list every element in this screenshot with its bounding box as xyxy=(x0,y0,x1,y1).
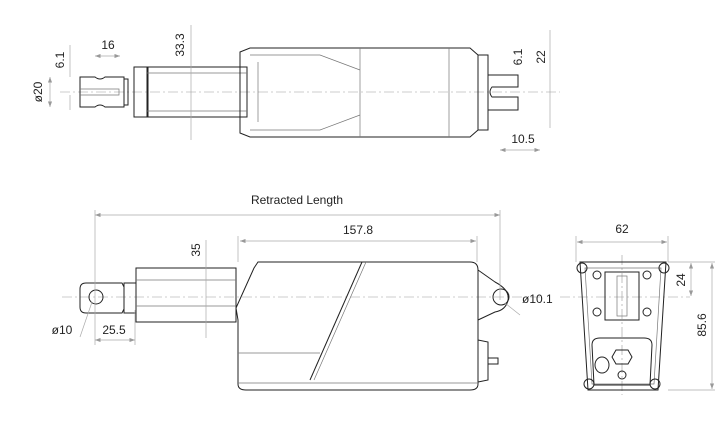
end-plate xyxy=(579,261,667,391)
dim-slot-width: 6.1 xyxy=(53,51,67,68)
tube xyxy=(146,66,248,118)
dim-rear-slot: 6.1 xyxy=(511,48,525,65)
dim-height: 85.6 xyxy=(695,313,709,337)
end-view: 62 24 85.6 xyxy=(560,222,715,395)
dim-rear-clevis: 22 xyxy=(534,50,548,64)
front-rod-eye xyxy=(79,282,125,314)
dim-rear-hole: ø10.1 xyxy=(522,292,553,306)
retracted-length-label: Retracted Length xyxy=(251,193,343,207)
dim-center-offset: 24 xyxy=(674,273,688,287)
dim-front-offset: 25.5 xyxy=(102,323,126,337)
body xyxy=(239,47,479,138)
dim-rod-diameter: ø20 xyxy=(31,81,45,102)
top-view: 16 6.1 ø20 33.3 6.1 22 10.5 xyxy=(31,25,560,153)
dim-tube-height: 33.3 xyxy=(173,33,187,57)
dim-rod-end-length: 16 xyxy=(101,38,115,52)
dim-body-length: 157.8 xyxy=(343,223,373,237)
tube xyxy=(135,267,237,323)
dim-rear-offset: 10.5 xyxy=(511,132,535,146)
side-view: Retracted Length 157.8 35 ø10 25.5 ø10.1 xyxy=(52,193,553,391)
screw-holes xyxy=(576,262,670,390)
rod-clevis xyxy=(79,76,125,108)
dim-front-hole: ø10 xyxy=(52,323,73,337)
dim-width: 62 xyxy=(615,222,629,236)
body xyxy=(235,261,479,391)
dim-tube-height: 35 xyxy=(189,243,203,257)
